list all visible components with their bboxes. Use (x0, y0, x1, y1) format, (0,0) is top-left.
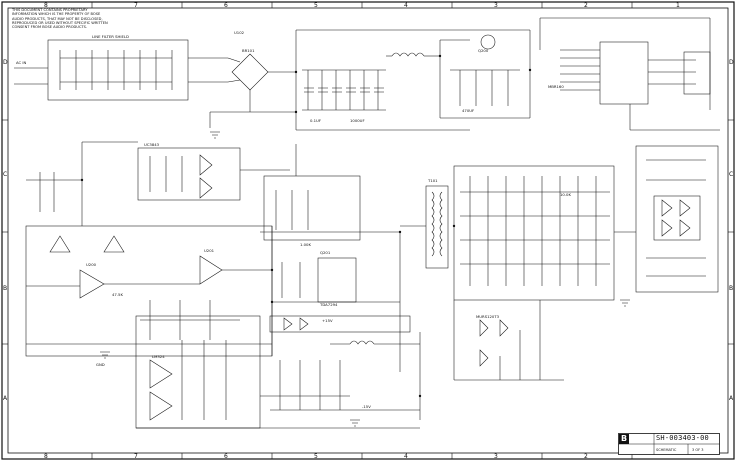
label-q-driver: Q200 (478, 48, 489, 53)
zone-col-4-top: 4 (404, 2, 408, 9)
label-ac-input: AC IN (16, 60, 27, 65)
lower-ic-box (135, 315, 261, 429)
title-small: SCHEMATIC (656, 448, 677, 452)
sheet-index: 3 OF 3 (692, 448, 704, 452)
opamp-u2-shape (199, 255, 223, 285)
label-d-rect: MBR160 (548, 84, 564, 89)
zone-col-6-bottom: 6 (224, 453, 228, 460)
zone-row-a-right: A (729, 395, 734, 402)
label-res-1k: 1.00K (300, 242, 311, 247)
line-filter-box (47, 39, 189, 101)
ic-ctrl-box (137, 147, 241, 201)
inner-border (7, 7, 729, 454)
zone-col-7-top: 7 (134, 2, 138, 9)
title-block (618, 433, 720, 455)
connector-j1 (599, 41, 649, 105)
junction-dots (80, 54, 532, 398)
zone-row-b-right: B (729, 285, 733, 292)
right-module-box (635, 145, 719, 293)
bridge-rectifier-shape (231, 53, 269, 91)
wiring (14, 17, 720, 429)
label-gnd: GND (96, 362, 105, 367)
label-q-output: Q201 (320, 250, 331, 255)
label-ic-out: TDA7294 (319, 302, 338, 307)
label-res-10k: 10.0K (560, 192, 571, 197)
zone-row-c-left: C (3, 171, 7, 178)
zone-row-d-right: D (729, 59, 734, 66)
label-res-47k: 47.5K (112, 292, 123, 297)
opamp-u1-shape (79, 269, 105, 299)
label-rail-pos: +15V (322, 318, 333, 323)
label-transformer: T101 (427, 178, 438, 183)
label-cap-100n: 0.1UF (310, 118, 321, 123)
label-cap-470u: 470UF (462, 108, 474, 113)
label-u-main: U102 (234, 30, 245, 35)
zone-col-3-top: 3 (494, 2, 498, 9)
label-cap-1000u: 1000UF (350, 118, 365, 123)
zone-col-1-top: 1 (676, 2, 680, 9)
label-ic-ctrl: UC3843 (144, 142, 160, 147)
zone-row-b-left: B (3, 285, 7, 292)
label-bridge: BR101 (242, 48, 255, 53)
manufacturer-logo: B (619, 434, 629, 444)
label-d-zener: MURS120T3 (476, 314, 500, 319)
transformer-t101 (425, 185, 449, 269)
zone-col-7-bottom: 7 (134, 453, 138, 460)
document-number: SH-003403-00 (656, 434, 709, 442)
proprietary-notice: THIS DOCUMENT CONTAINS PROPRIETARY INFOR… (12, 8, 108, 30)
ic-out-box (317, 257, 357, 303)
zone-col-8-top: 8 (44, 2, 48, 9)
zone-col-5-top: 5 (314, 2, 318, 9)
zone-col-3-bottom: 3 (494, 453, 498, 460)
zone-col-2-bottom: 2 (584, 453, 588, 460)
label-line-filter: LINE FILTER SHIELD (92, 34, 129, 39)
label-rail-neg: -15V (362, 404, 371, 409)
zone-col-4-bottom: 4 (404, 453, 408, 460)
zone-row-a-left: A (3, 395, 8, 402)
label-amp-a: U200 (86, 262, 97, 267)
opamp-lower-shapes (149, 359, 173, 421)
zone-row-d-left: D (3, 59, 8, 66)
label-op-amp: LM324 (152, 354, 165, 359)
zone-col-2-top: 2 (584, 2, 588, 9)
zone-col-5-bottom: 5 (314, 453, 318, 460)
zone-col-6-top: 6 (224, 2, 228, 9)
output-stage-box (453, 165, 615, 301)
zone-ticks (2, 2, 734, 459)
label-amp-b: U201 (204, 248, 215, 253)
zone-row-c-right: C (729, 171, 733, 178)
zone-col-8-bottom: 8 (44, 453, 48, 460)
feedback-loop (25, 225, 273, 357)
